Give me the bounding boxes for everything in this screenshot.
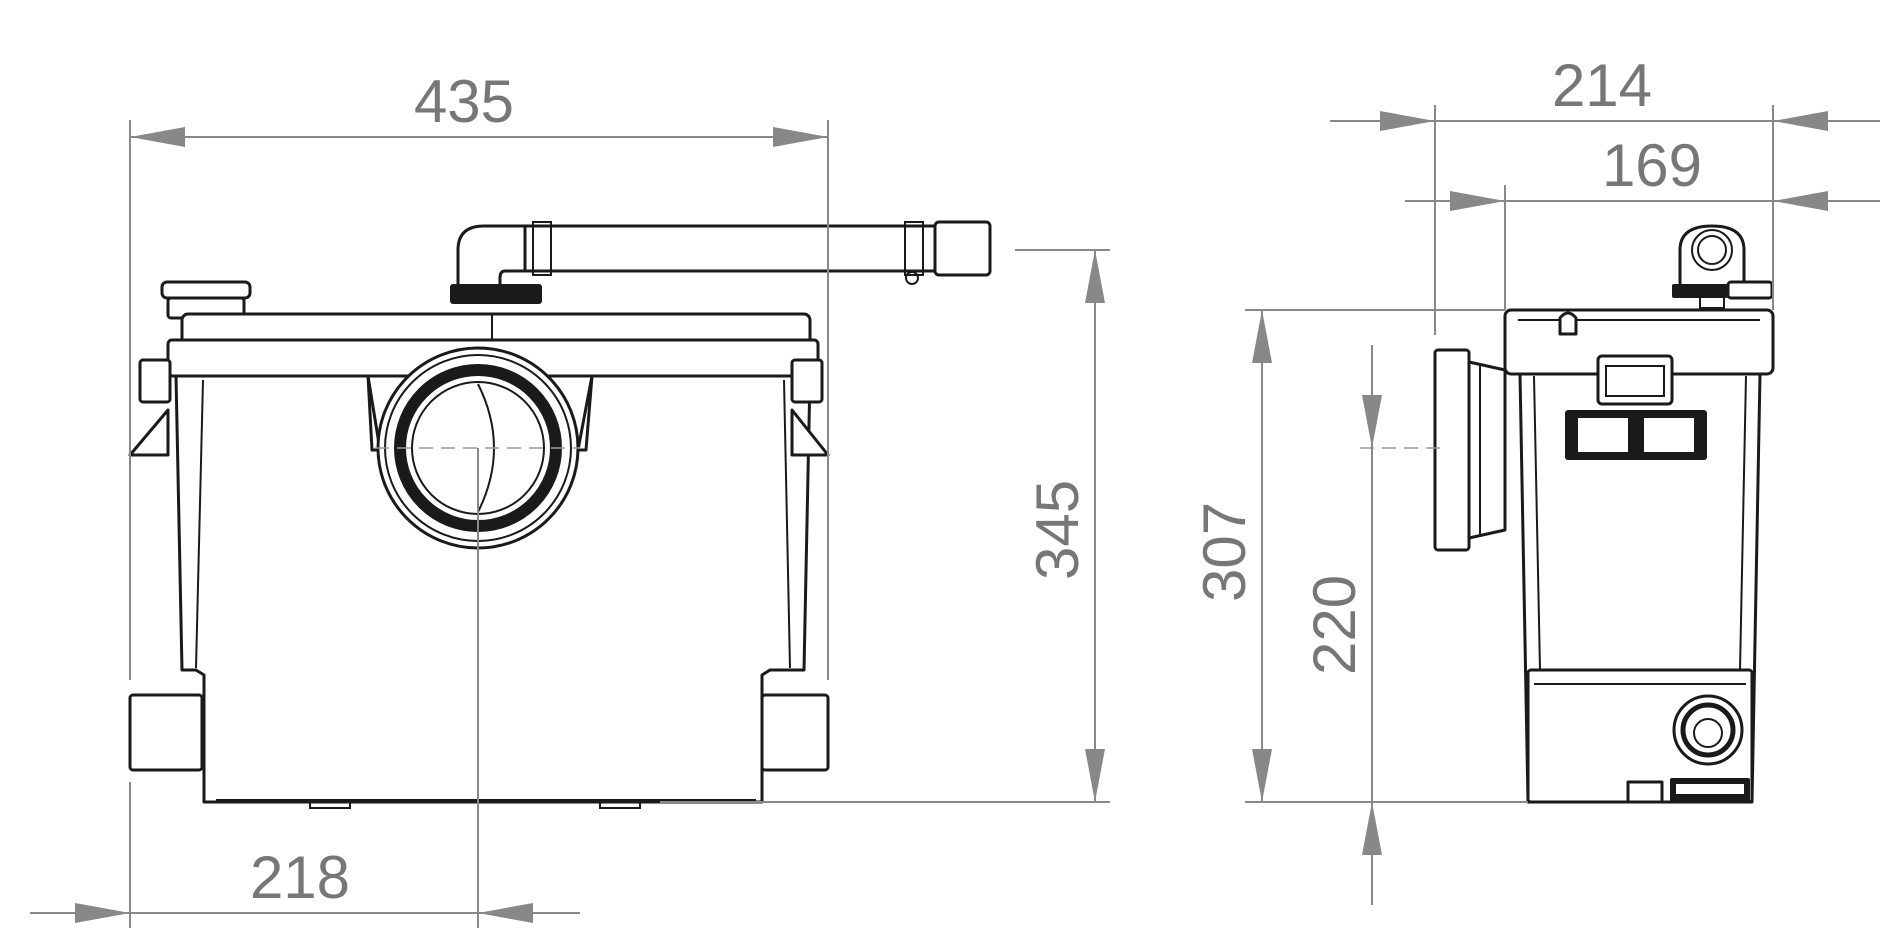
dim-side-width-label: 214 <box>1552 52 1652 119</box>
dim-side-inlet-height-label: 220 <box>1301 575 1368 675</box>
dim-side-height: 307 <box>1191 309 1528 803</box>
dim-front-inlet-offset-label: 218 <box>250 844 350 911</box>
dim-side-depth: 169 <box>1405 132 1880 310</box>
side-main-body <box>1503 308 1775 804</box>
dim-side-width: 214 <box>1330 52 1880 335</box>
dim-side-depth-label: 169 <box>1602 132 1702 199</box>
front-main-body <box>128 312 830 809</box>
side-top-fitting <box>1672 224 1774 309</box>
front-outlet-pipe <box>450 220 992 304</box>
dim-side-height-label: 307 <box>1191 502 1258 602</box>
front-view <box>128 220 992 928</box>
dim-front-inlet-offset: 218 <box>30 782 580 928</box>
dim-front-height: 345 <box>660 249 1110 803</box>
dim-front-height-label: 345 <box>1024 480 1091 580</box>
dim-front-width: 435 <box>129 68 829 680</box>
dim-side-inlet-height: 220 <box>1301 345 1382 905</box>
dim-front-width-label: 435 <box>414 68 514 135</box>
side-inlet-flange <box>1360 348 1507 552</box>
side-view <box>1360 224 1775 804</box>
